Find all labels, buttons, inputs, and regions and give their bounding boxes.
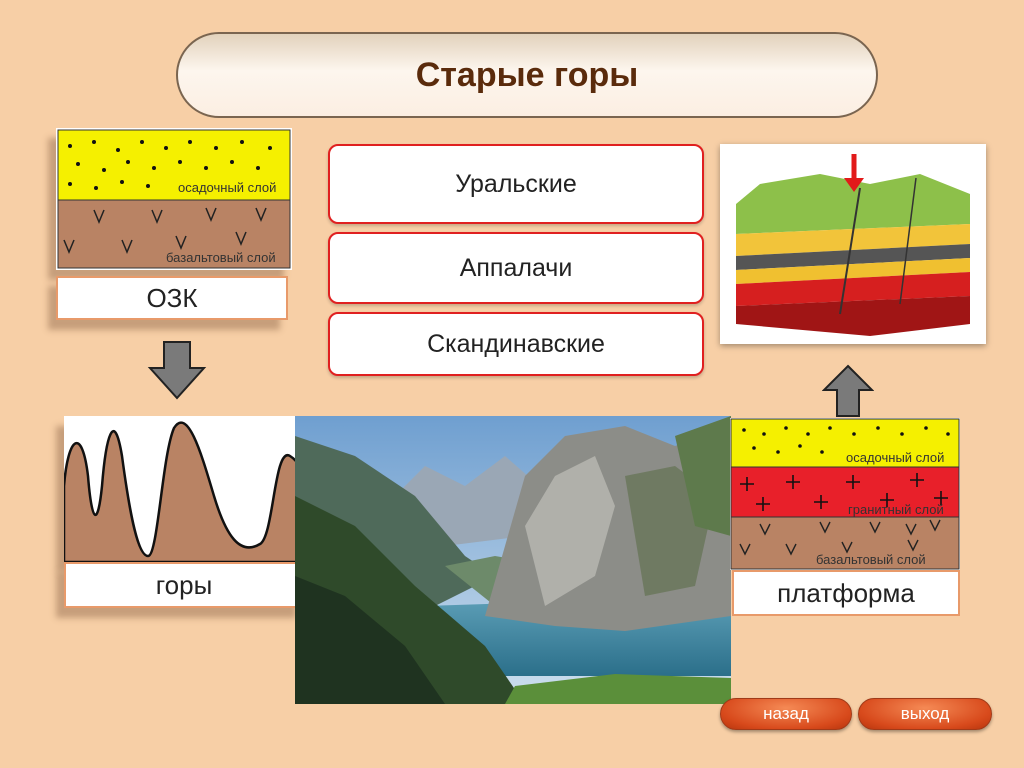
arrow-up-icon xyxy=(822,364,874,417)
platform-label: платформа xyxy=(732,570,960,616)
example-appalachians[interactable]: Аппалачи xyxy=(328,232,704,304)
exit-button[interactable]: выход xyxy=(858,698,992,730)
platform-diagram: осадочный слой гранитный слой базальтовы… xyxy=(730,418,960,570)
example-scandinavian[interactable]: Скандинавские xyxy=(328,312,704,376)
ozk-basalt-label: базальтовый слой xyxy=(166,250,276,265)
mountains-label: горы xyxy=(64,562,304,608)
fjord-photo xyxy=(295,416,731,704)
page-title: Старые горы xyxy=(415,55,639,94)
platform-sedimentary-label: осадочный слой xyxy=(846,450,944,465)
platform-granite-label: гранитный слой xyxy=(848,502,944,517)
ozk-label: ОЗК xyxy=(56,276,288,320)
platform-block-model xyxy=(720,144,986,344)
back-button[interactable]: назад xyxy=(720,698,852,730)
mountains-diagram xyxy=(64,416,304,562)
example-urals[interactable]: Уральские xyxy=(328,144,704,224)
ozk-sedimentary-label: осадочный слой xyxy=(178,180,276,195)
ozk-diagram: осадочный слой базальтовый слой xyxy=(56,128,292,270)
platform-basalt-label: базальтовый слой xyxy=(816,552,926,567)
arrow-down-icon xyxy=(147,341,207,400)
title-bar: Старые горы xyxy=(176,32,878,118)
